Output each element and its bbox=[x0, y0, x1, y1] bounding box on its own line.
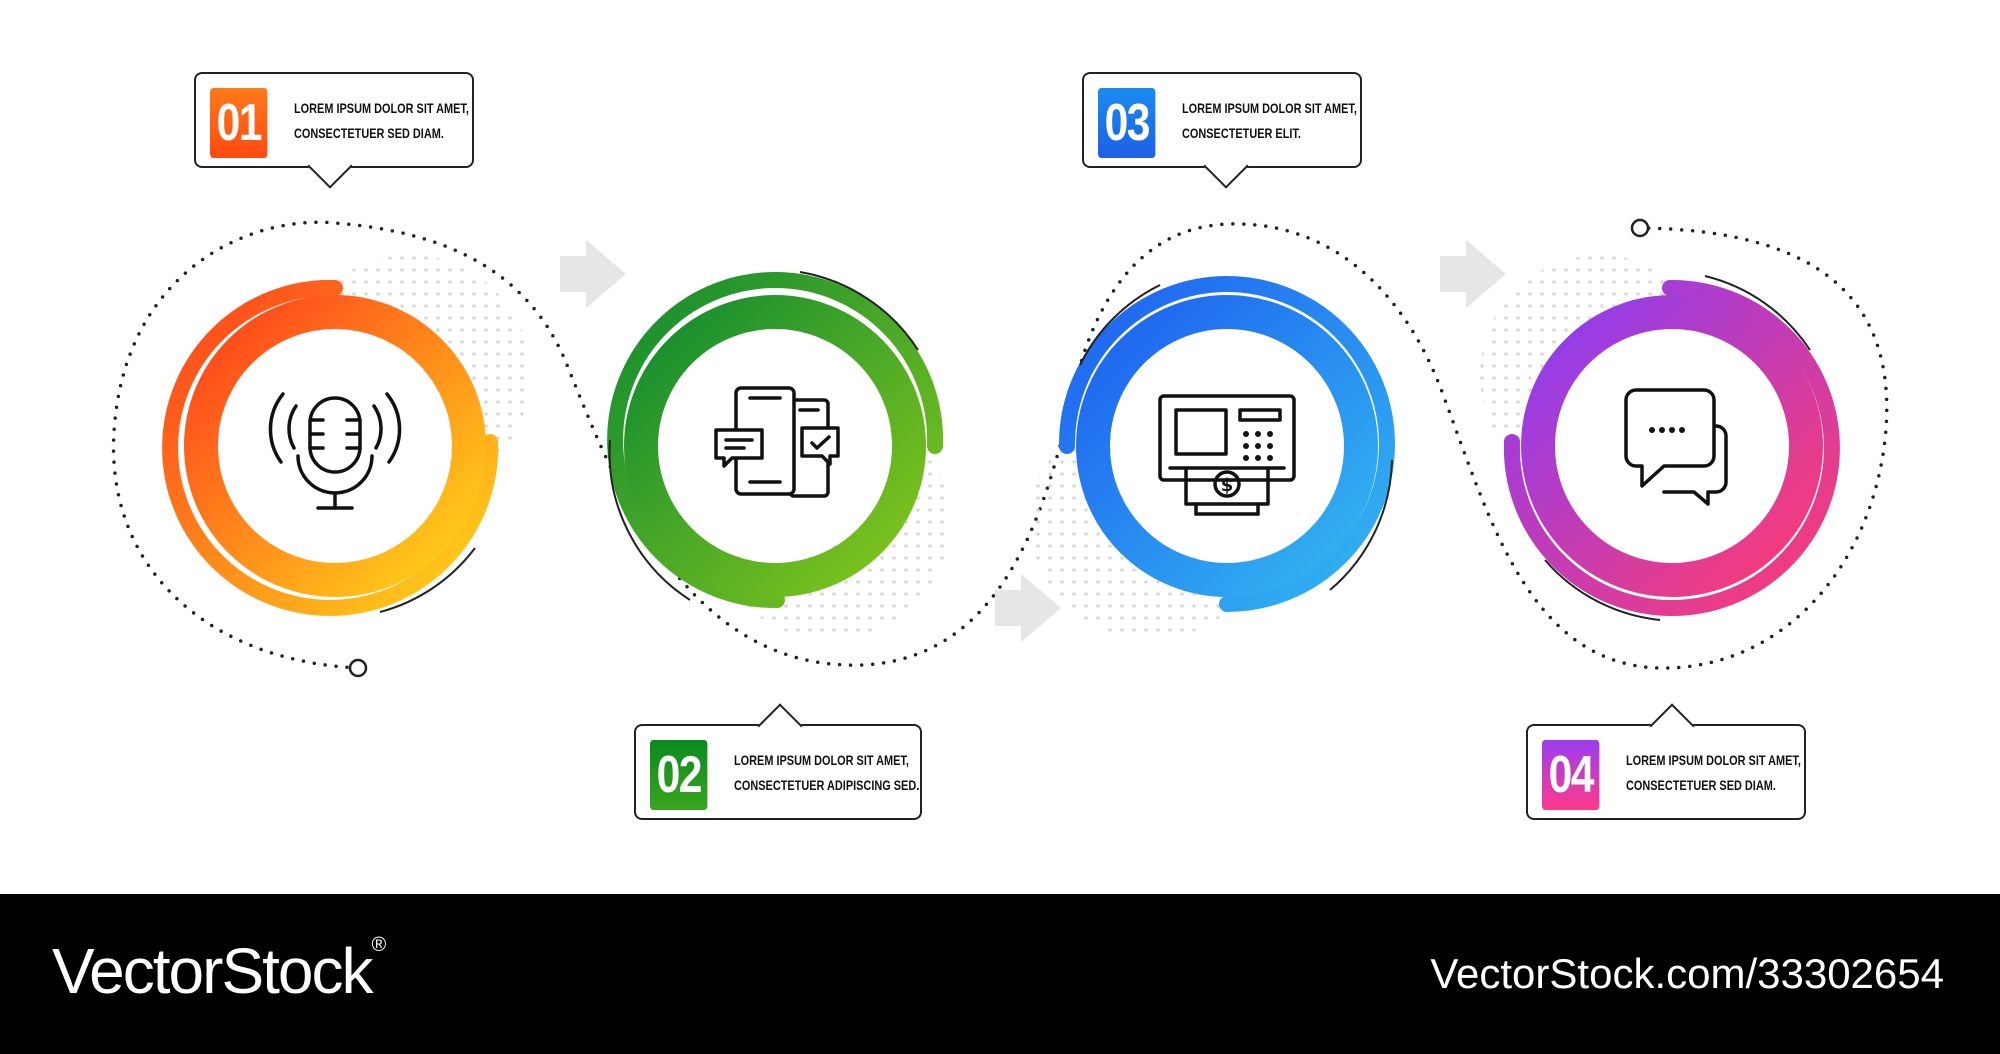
microphone-icon bbox=[268, 392, 402, 510]
step-1-thin-arc bbox=[379, 547, 476, 613]
step-2-inner-ring bbox=[624, 295, 926, 597]
step-number-badge-2: 02 bbox=[650, 740, 708, 810]
image-url: VectorStock.com/33302654 bbox=[1430, 950, 1944, 997]
vectorstock-logo: VectorStock® bbox=[52, 934, 386, 1007]
step-3-inner-ring bbox=[1076, 295, 1378, 597]
step-2-thin-arc bbox=[799, 271, 919, 351]
callout-text-1: LOREM IPSUM DOLOR SIT AMET,CONSECTETUER … bbox=[294, 100, 469, 141]
callout-step-1: 01 LOREM IPSUM DOLOR SIT AMET,CONSECTETU… bbox=[194, 72, 474, 189]
step-number-badge-1: 01 bbox=[210, 88, 268, 158]
flow-arrow-2 bbox=[995, 574, 1061, 642]
flow-arrow-3 bbox=[1440, 240, 1506, 308]
step-3-thin-arc bbox=[1079, 284, 1161, 366]
step-4-inner-ring bbox=[1521, 295, 1823, 597]
smartphone-messages-icon bbox=[714, 386, 840, 498]
flow-arrow-1 bbox=[560, 240, 626, 308]
step-number-badge-4: 04 bbox=[1542, 740, 1600, 810]
callout-text-3: LOREM IPSUM DOLOR SIT AMET,CONSECTETUER … bbox=[1182, 100, 1357, 141]
svg-text:$: $ bbox=[1221, 475, 1234, 496]
callout-step-2: 02 LOREM IPSUM DOLOR SIT AMET,CONSECTETU… bbox=[634, 703, 922, 820]
atm-icon: $ bbox=[1158, 394, 1296, 516]
callout-step-3: 03 LOREM IPSUM DOLOR SIT AMET,CONSECTETU… bbox=[1082, 72, 1362, 189]
step-1-graphic bbox=[162, 279, 499, 616]
step-4-outer-arc bbox=[1503, 279, 1840, 616]
chat-bubbles-icon bbox=[1624, 388, 1728, 506]
step-1-inner-ring bbox=[184, 295, 486, 597]
callout-step-4: 04 LOREM IPSUM DOLOR SIT AMET,CONSECTETU… bbox=[1526, 703, 1806, 820]
callout-text-2: LOREM IPSUM DOLOR SIT AMET,CONSECTETUER … bbox=[734, 752, 920, 793]
step-4-thin-arc bbox=[1704, 275, 1811, 351]
step-3-outer-arc bbox=[1058, 276, 1395, 612]
connector-start-dot bbox=[348, 658, 368, 678]
callout-text-4: LOREM IPSUM DOLOR SIT AMET,CONSECTETUER … bbox=[1626, 752, 1801, 793]
step-1-outer-arc bbox=[162, 279, 499, 616]
step-number-badge-3: 03 bbox=[1098, 88, 1156, 158]
watermark-footer: VectorStock® VectorStock.com/33302654 bbox=[0, 894, 2000, 1054]
step-2-outer-arc bbox=[607, 272, 944, 609]
connector-end-dot bbox=[1630, 218, 1650, 238]
